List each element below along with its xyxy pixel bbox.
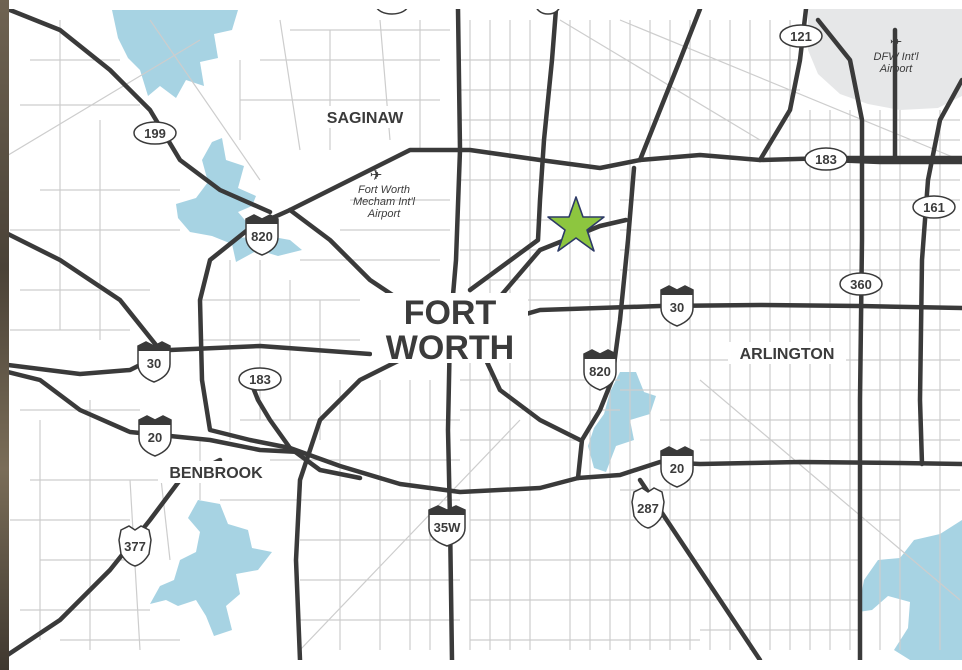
west-7th-road	[287, 207, 403, 303]
interstate-shield-icon: 20	[660, 446, 694, 488]
shield-label: 30	[147, 356, 161, 371]
shield-label: 820	[589, 364, 611, 379]
interstate-shields: 820 30 20 35W 30 820	[137, 214, 694, 547]
airport-meacham-line3: Airport	[367, 208, 401, 220]
us287-north-road	[467, 6, 559, 293]
i20-road	[0, 367, 303, 455]
place-labels: SAGINAW ARLINGTON BENBROOK	[158, 106, 846, 483]
us-shields: 287 377	[118, 487, 665, 567]
interstate-shield-icon: 30	[660, 285, 694, 327]
state-shields: 199 121 183 183 161 360	[133, 24, 956, 391]
interstate-shield-icon: 30	[137, 341, 171, 383]
airport-meacham-line1: Fort Worth	[358, 184, 410, 196]
interstate-shield-icon: 820	[245, 214, 279, 256]
sh360-road	[815, 17, 865, 663]
city-title-line2: WORTH	[386, 329, 514, 367]
city-title-line1: FORT	[404, 294, 497, 332]
sh161-road	[917, 77, 962, 467]
interstate-shield-icon: 820	[583, 349, 617, 391]
lake-arlington	[588, 372, 656, 472]
airport-meacham: ✈ Fort Worth Mecham Int'l Airport	[353, 167, 416, 220]
shield-label: 199	[144, 126, 166, 141]
airport-dfw: ✈ DFW Int'l Airport	[874, 34, 919, 75]
shield-label: 30	[670, 300, 684, 315]
state-shield-icon: 121	[779, 24, 823, 48]
city-title: FORT WORTH	[372, 293, 528, 367]
shield-label: 20	[670, 461, 684, 476]
state-shield-icon: 161	[912, 195, 956, 219]
i20-east-road	[575, 459, 962, 481]
dfw-airport-area	[808, 9, 962, 110]
shield-label: 35W	[434, 520, 461, 535]
state-shield-icon: 183	[238, 367, 282, 391]
hemphill-road	[483, 357, 583, 443]
frame-top	[0, 0, 962, 9]
shield-label: 360	[850, 277, 872, 292]
airplane-icon: ✈	[370, 167, 383, 184]
shield-label: 287	[637, 501, 659, 516]
state-shield-icon: 360	[839, 272, 883, 296]
shield-label: 183	[249, 372, 271, 387]
place-label-arlington: ARLINGTON	[740, 346, 835, 363]
sw-diagonal-road	[293, 357, 403, 663]
loop820-south-road	[197, 207, 581, 495]
shield-label: 183	[815, 152, 837, 167]
airport-meacham-line2: Mecham Int'l	[353, 196, 416, 208]
i30-east-road	[467, 302, 962, 333]
airport-dfw-line1: DFW Int'l	[874, 51, 919, 63]
joe-pool-lake	[858, 520, 962, 660]
loop820-road	[287, 147, 962, 213]
state-shield-icon: 199	[133, 121, 177, 145]
place-label-saginaw: SAGINAW	[327, 110, 404, 127]
frame-left	[0, 0, 9, 670]
street-grid	[0, 19, 961, 651]
state-shield-icon: 183	[804, 147, 848, 171]
se-diagonal-road	[637, 6, 703, 163]
shield-label: 161	[923, 200, 945, 215]
shield-label: 820	[251, 229, 273, 244]
sh199-road	[7, 7, 273, 215]
us-shield-icon: 287	[631, 487, 665, 529]
shield-label: 377	[124, 539, 146, 554]
place-label-benbrook: BENBROOK	[169, 465, 263, 482]
frame-bottom	[0, 660, 962, 670]
eagle-mountain-lake	[112, 10, 238, 98]
airplane-icon: ✈	[890, 34, 903, 51]
water-bodies	[112, 10, 962, 660]
star-icon[interactable]	[547, 196, 605, 252]
airport-dfw-line2: Airport	[879, 63, 913, 75]
shield-label: 20	[148, 430, 162, 445]
sh183-west-road	[247, 377, 363, 481]
us80-road	[0, 227, 163, 353]
benbrook-lake	[150, 500, 272, 636]
interstate-shield-icon: 35W	[428, 505, 466, 547]
us-shield-icon: 377	[118, 525, 152, 567]
shield-label: 121	[790, 29, 812, 44]
interstate-shield-icon: 20	[138, 415, 172, 457]
